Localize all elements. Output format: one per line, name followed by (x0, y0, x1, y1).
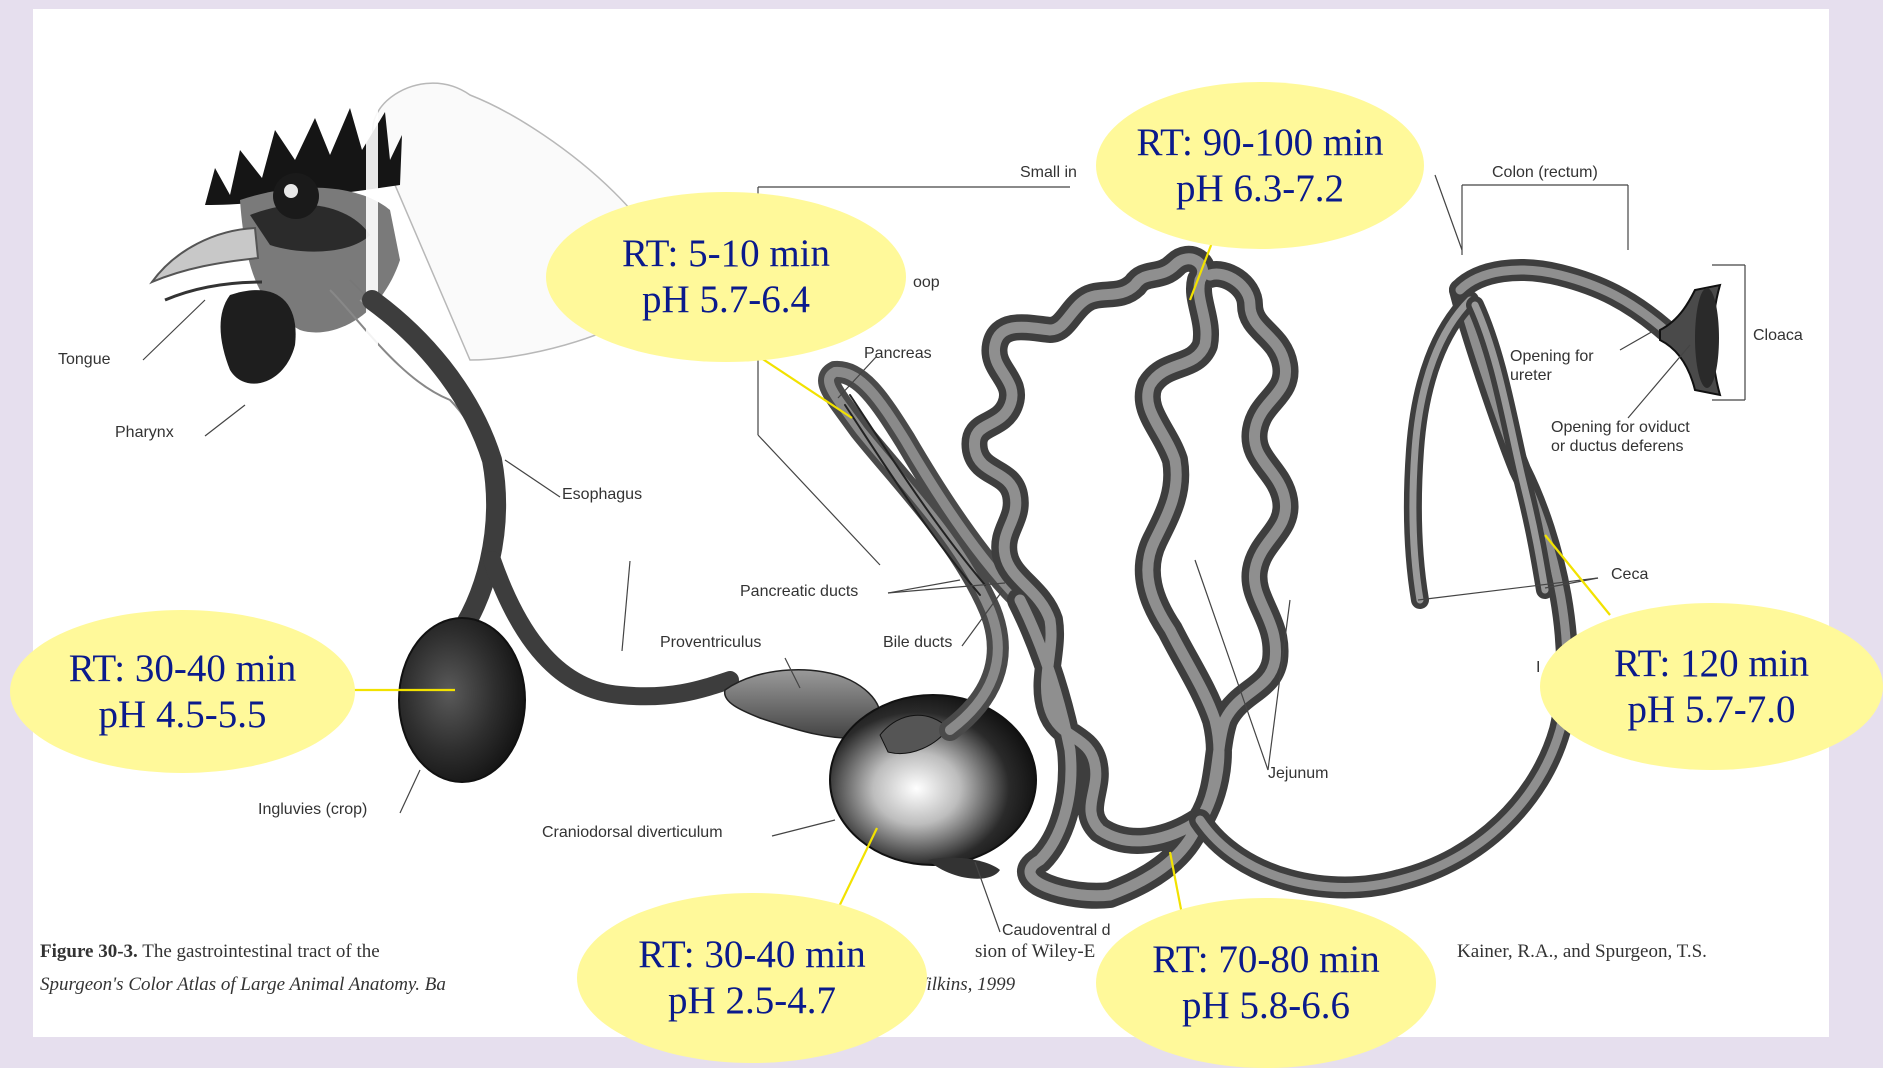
caption-text-1c: Kainer, R.A., and Spurgeon, T.S. (1457, 941, 1707, 963)
gi-tract-diagram (0, 0, 1883, 1037)
callout-ceca-rt: RT: 120 min (1614, 641, 1809, 687)
crop-ingluvies (399, 618, 525, 782)
chicken-head-illustration (152, 9, 667, 1037)
callout-crop-ph: pH 4.5-5.5 (99, 692, 267, 738)
callout-crop-rt: RT: 30-40 min (69, 646, 297, 692)
caption-text-1a: The gastrointestinal tract of the (142, 941, 379, 962)
label-ingluvies: Ingluvies (crop) (258, 801, 367, 819)
callout-ceca-ph: pH 5.7-7.0 (1628, 687, 1796, 733)
caption-text-1b: sion of Wiley-E (975, 941, 1095, 963)
label-cloaca: Cloaca (1753, 327, 1803, 345)
label-jejunum: Jejunum (1268, 765, 1328, 783)
label-esophagus: Esophagus (562, 486, 642, 504)
callout-ileum-rt: RT: 70-80 min (1152, 937, 1380, 983)
label-ceca: Ceca (1611, 566, 1648, 584)
eye-icon (273, 173, 319, 219)
caption-text-2a: Spurgeon's Color Atlas of Large Animal A… (40, 974, 446, 996)
label-tongue: Tongue (58, 351, 111, 369)
callout-duodenum-ph: pH 5.7-6.4 (642, 277, 810, 323)
callout-gizzard-ph: pH 2.5-4.7 (668, 978, 836, 1024)
label-pancreas: Pancreas (864, 345, 932, 363)
label-pharynx: Pharynx (115, 424, 174, 442)
callout-gizzard-rt: RT: 30-40 min (638, 932, 866, 978)
callout-ileum: RT: 70-80 min pH 5.8-6.6 (1096, 898, 1436, 1068)
label-proventriculus: Proventriculus (660, 634, 761, 652)
callout-ileum-ph: pH 5.8-6.6 (1182, 983, 1350, 1029)
label-ileum-fragment: I (1536, 659, 1540, 677)
cloaca (1660, 285, 1720, 395)
callout-crop: RT: 30-40 min pH 4.5-5.5 (10, 610, 355, 773)
figure-number: Figure 30-3. (40, 941, 138, 962)
callout-gizzard: RT: 30-40 min pH 2.5-4.7 (577, 893, 927, 1063)
callout-ceca: RT: 120 min pH 5.7-7.0 (1540, 603, 1883, 770)
label-pancreatic-ducts: Pancreatic ducts (740, 583, 858, 601)
callout-duodenum: RT: 5-10 min pH 5.7-6.4 (546, 192, 906, 362)
callout-duodenum-rt: RT: 5-10 min (622, 231, 830, 277)
label-craniodorsal: Craniodorsal diverticulum (542, 824, 723, 842)
beak-icon (152, 228, 262, 300)
label-caudoventral: Caudoventral d (1002, 922, 1111, 940)
label-duodenal-loop: oop (913, 274, 940, 292)
caption-line-1: Figure 30-3. The gastrointestinal tract … (40, 941, 380, 963)
label-opening-oviduct: Opening for oviduct or ductus deferens (1551, 418, 1690, 456)
label-small-intestine: Small in (1020, 164, 1077, 182)
label-colon: Colon (rectum) (1492, 164, 1598, 182)
label-bile-ducts: Bile ducts (883, 634, 952, 652)
label-opening-ureter: Opening for ureter (1510, 347, 1594, 385)
callout-jejunum-rt: RT: 90-100 min (1136, 120, 1383, 166)
callout-jejunum-ph: pH 6.3-7.2 (1176, 166, 1344, 212)
callout-jejunum: RT: 90-100 min pH 6.3-7.2 (1096, 82, 1424, 249)
